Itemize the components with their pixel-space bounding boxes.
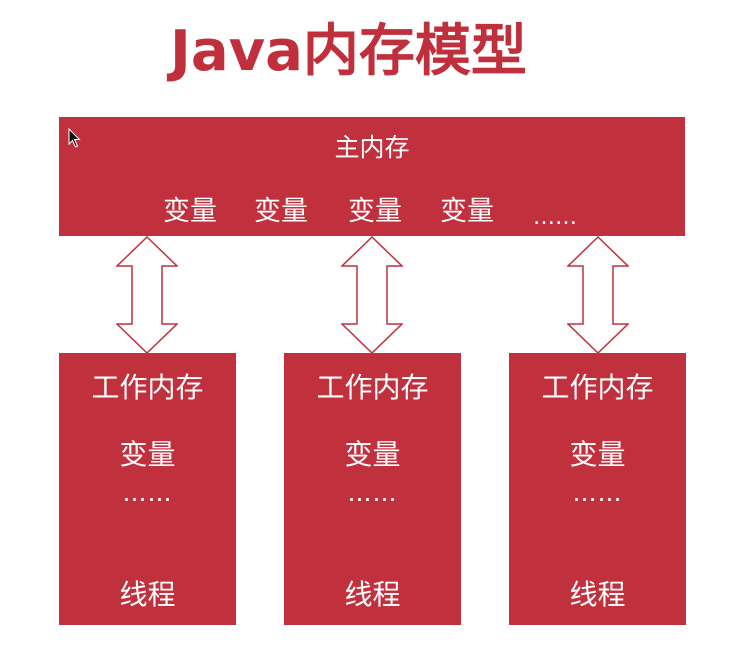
double-arrow-icon-1 [116, 236, 178, 354]
working-memory-box-1: 工作内存 变量 …… 线程 [59, 353, 236, 625]
working-memory-variable: 变量 [569, 438, 626, 471]
main-memory-title: 主内存 [334, 133, 410, 162]
thread-label: 线程 [569, 578, 626, 611]
double-arrow-icon-2 [341, 236, 403, 354]
page-title: Java内存模型 [170, 19, 527, 84]
working-memory-title: 工作内存 [316, 371, 429, 404]
working-memory-ellipsis: …… [347, 479, 398, 507]
main-memory-box: 主内存 变量 变量 变量 变量 …… [59, 117, 685, 236]
mouse-cursor-icon [68, 128, 81, 148]
thread-label: 线程 [344, 578, 401, 611]
working-memory-variable: 变量 [344, 438, 401, 471]
working-memory-ellipsis: …… [122, 479, 173, 507]
main-memory-ellipsis: …… [533, 205, 577, 230]
thread-label: 线程 [119, 578, 176, 611]
working-memory-box-2: 工作内存 变量 …… 线程 [284, 353, 461, 625]
working-memory-ellipsis: …… [572, 479, 623, 507]
working-memory-title: 工作内存 [91, 371, 204, 404]
main-memory-variable-2: 变量 [254, 196, 308, 227]
main-memory-variable-1: 变量 [163, 196, 217, 227]
main-memory-variable-3: 变量 [348, 196, 402, 227]
working-memory-variable: 变量 [119, 438, 176, 471]
working-memory-title: 工作内存 [541, 371, 654, 404]
main-memory-variable-4: 变量 [440, 196, 494, 227]
double-arrow-icon-3 [567, 236, 629, 354]
working-memory-box-3: 工作内存 变量 …… 线程 [509, 353, 686, 625]
